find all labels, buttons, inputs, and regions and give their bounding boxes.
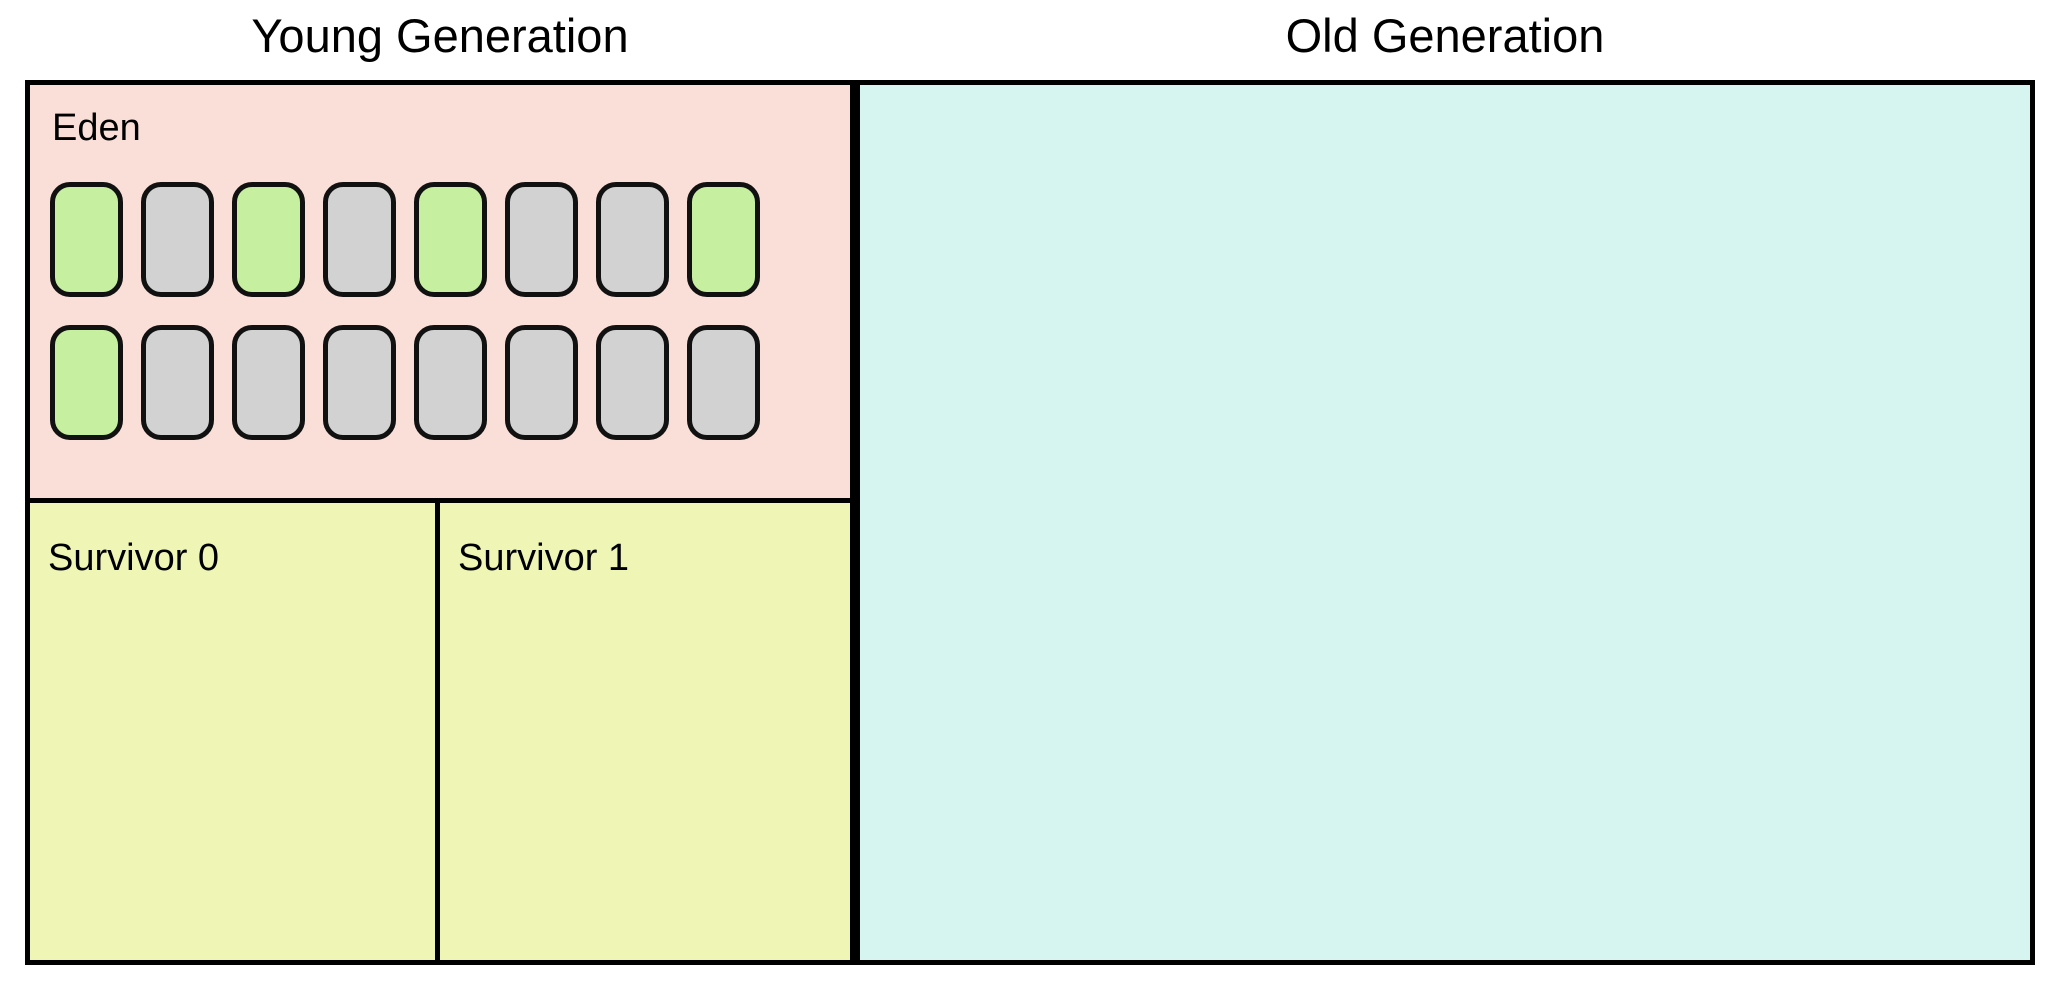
eden-object-garbage: [596, 325, 669, 440]
eden-object-garbage: [232, 325, 305, 440]
eden-region: Eden: [30, 85, 850, 503]
old-generation-title: Old Generation: [1285, 9, 1605, 62]
young-generation-title: Young Generation: [251, 9, 629, 62]
eden-object-live: [50, 182, 123, 297]
survivor-1-label: Survivor 1: [458, 537, 630, 579]
survivor-1-region: Survivor 1: [440, 503, 850, 960]
eden-object-garbage: [323, 182, 396, 297]
old-generation-region: [855, 80, 2035, 965]
survivor-0-region: Survivor 0: [30, 503, 440, 960]
eden-object-garbage: [505, 182, 578, 297]
eden-object-live: [232, 182, 305, 297]
eden-object-live: [50, 325, 123, 440]
survivor-spaces: Survivor 0 Survivor 1: [30, 503, 850, 960]
eden-object-row-0: [50, 182, 760, 297]
young-generation-region: Eden Survivor 0 Survivor 1: [25, 80, 855, 965]
eden-object-garbage: [505, 325, 578, 440]
eden-label: Eden: [52, 107, 141, 149]
eden-object-row-1: [50, 325, 760, 440]
eden-object-garbage: [414, 325, 487, 440]
eden-object-garbage: [596, 182, 669, 297]
eden-object-garbage: [323, 325, 396, 440]
eden-object-garbage: [141, 325, 214, 440]
eden-object-garbage: [141, 182, 214, 297]
eden-object-live: [687, 182, 760, 297]
survivor-0-label: Survivor 0: [48, 537, 220, 579]
eden-object-live: [414, 182, 487, 297]
eden-object-garbage: [687, 325, 760, 440]
